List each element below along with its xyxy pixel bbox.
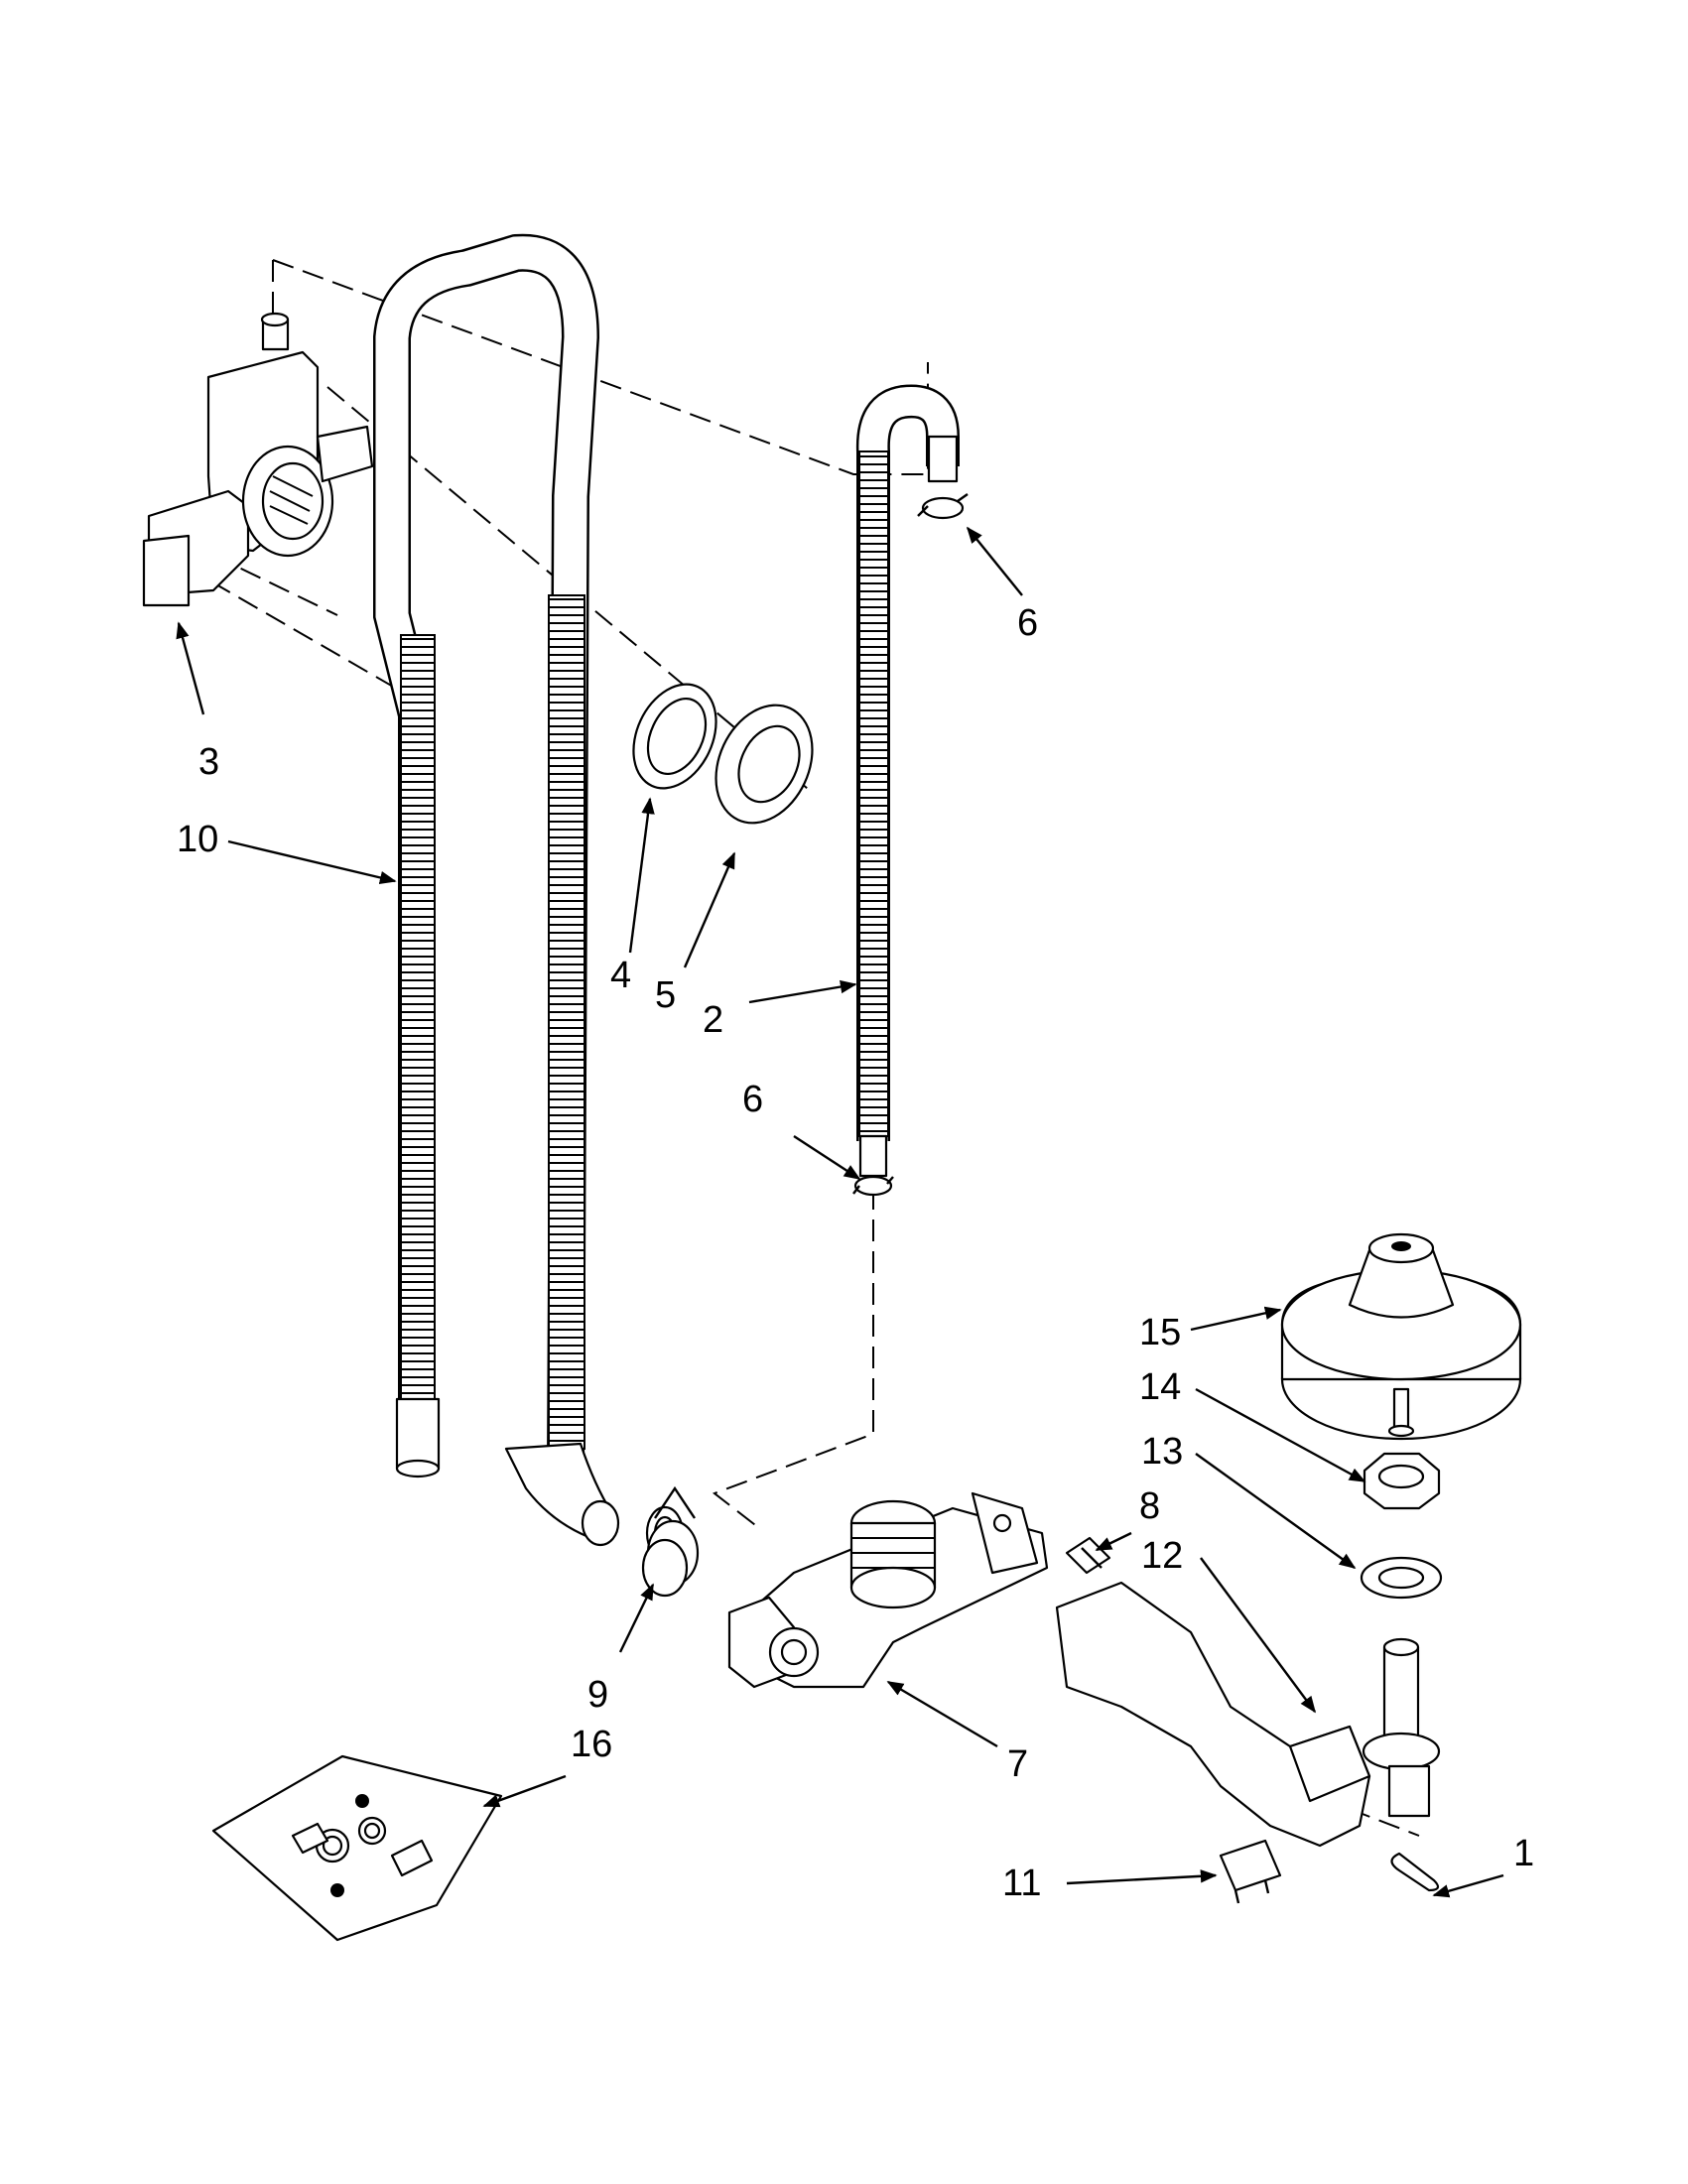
drain-manifold-part bbox=[142, 312, 374, 607]
callout-labels: 1 2 3 4 5 6 6 7 8 9 10 11 12 13 14 15 16 bbox=[177, 602, 1534, 1904]
hex-nut-part bbox=[1363, 1452, 1441, 1510]
microswitch-part bbox=[1219, 1839, 1282, 1904]
callout-3: 3 bbox=[198, 741, 219, 783]
float-switch-bracket-part bbox=[1055, 1581, 1441, 1848]
callout-13: 13 bbox=[1141, 1431, 1183, 1473]
spring-clamp-part bbox=[641, 1485, 700, 1598]
fill-hose-part bbox=[855, 384, 960, 1178]
callout-8: 8 bbox=[1139, 1485, 1160, 1527]
callout-15: 15 bbox=[1139, 1312, 1181, 1353]
leader-arrows bbox=[176, 526, 1504, 1898]
screw-part bbox=[1065, 1536, 1111, 1575]
callout-1: 1 bbox=[1513, 1833, 1534, 1874]
retaining-clip-part bbox=[1390, 1852, 1440, 1892]
callout-5: 5 bbox=[655, 974, 676, 1016]
drain-hose-part bbox=[373, 233, 685, 1561]
parts-bag-part bbox=[211, 1754, 503, 1942]
water-valve-part bbox=[727, 1491, 1049, 1689]
callout-14: 14 bbox=[1139, 1366, 1181, 1408]
nut-part-5 bbox=[714, 704, 814, 825]
hose-clamp-lower-part bbox=[852, 1175, 894, 1197]
hose-clamp-upper-part bbox=[917, 493, 969, 520]
callout-2: 2 bbox=[703, 999, 723, 1041]
washer-part-4 bbox=[632, 683, 717, 790]
callout-7: 7 bbox=[1007, 1743, 1028, 1785]
float-part bbox=[1280, 1232, 1522, 1441]
callout-10: 10 bbox=[177, 819, 218, 860]
callout-9: 9 bbox=[587, 1674, 608, 1716]
callout-16: 16 bbox=[571, 1724, 612, 1765]
float-washer-part bbox=[1360, 1556, 1443, 1600]
callout-4: 4 bbox=[610, 955, 631, 996]
callout-11: 11 bbox=[1002, 1863, 1041, 1904]
callout-6-lower: 6 bbox=[742, 1079, 763, 1120]
callout-12: 12 bbox=[1141, 1535, 1183, 1577]
callout-6-upper: 6 bbox=[1017, 602, 1038, 644]
